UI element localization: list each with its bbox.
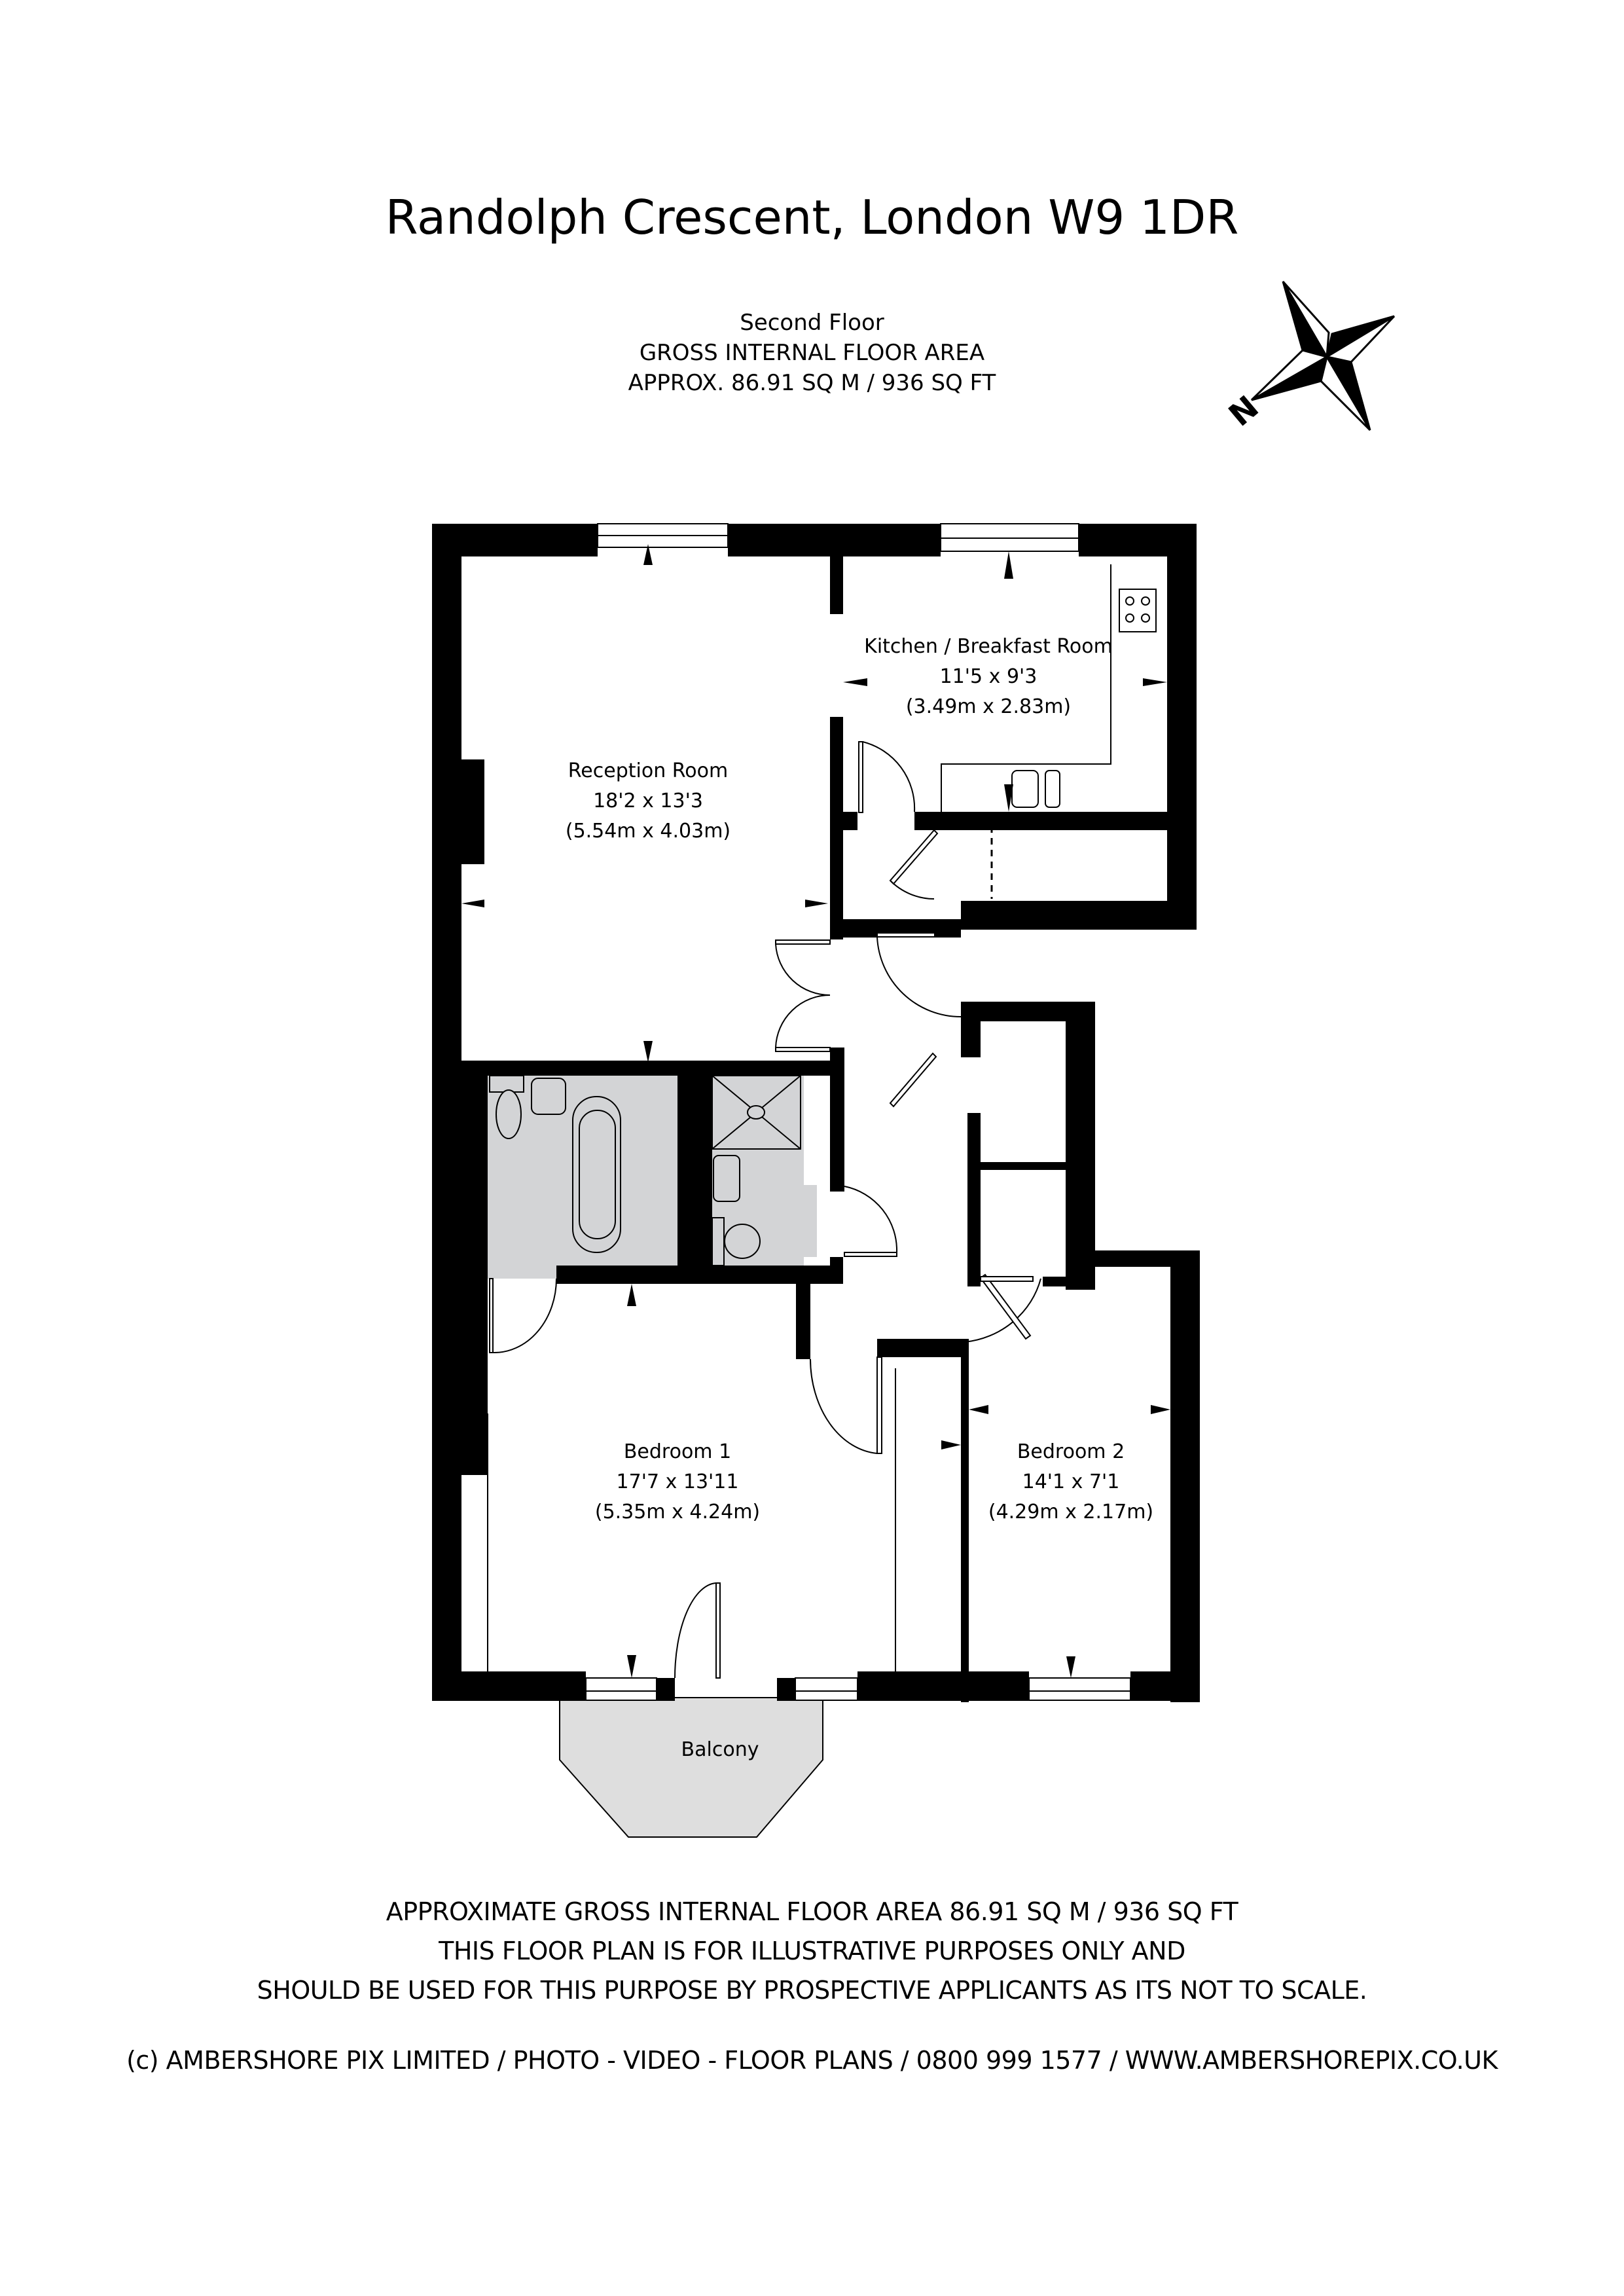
- disclaimer: APPROXIMATE GROSS INTERNAL FLOOR AREA 86…: [0, 1892, 1624, 2010]
- room-label-kitchen: Kitchen / Breakfast Room 11'5 x 9'3 (3.4…: [864, 632, 1113, 722]
- area-heading: GROSS INTERNAL FLOOR AREA: [639, 340, 985, 366]
- room-label-bedroom2: Bedroom 2 14'1 x 7'1 (4.29m x 2.17m): [988, 1437, 1153, 1527]
- windows: [585, 523, 1131, 1701]
- dimension-arrows: [461, 544, 1170, 1678]
- floor-area-summary: Second Floor GROSS INTERNAL FLOOR AREA A…: [0, 308, 1624, 398]
- room-dimensions-metric: (4.29m x 2.17m): [988, 1501, 1154, 1523]
- room-name: Kitchen / Breakfast Room: [864, 635, 1113, 658]
- disclaimer-line-1: APPROXIMATE GROSS INTERNAL FLOOR AREA 86…: [386, 1897, 1238, 1926]
- room-dimensions-metric: (5.35m x 4.24m): [594, 1501, 761, 1523]
- room-dimensions-imperial: 18'2 x 13'3: [593, 790, 703, 812]
- room-name: Balcony: [681, 1738, 759, 1761]
- copyright-credit: (c) AMBERSHORE PIX LIMITED / PHOTO - VID…: [126, 2046, 1498, 2075]
- floor-name: Second Floor: [740, 310, 884, 336]
- room-name: Reception Room: [568, 759, 729, 782]
- room-label-balcony: Balcony: [681, 1735, 759, 1765]
- fixtures: [461, 564, 1157, 1671]
- room-name: Bedroom 1: [623, 1440, 732, 1463]
- room-dimensions-imperial: 17'7 x 13'11: [616, 1470, 739, 1493]
- balcony-area: [559, 1697, 823, 1838]
- room-dimensions-imperial: 14'1 x 7'1: [1022, 1470, 1120, 1493]
- doors: [489, 741, 1041, 1679]
- room-dimensions-metric: (3.49m x 2.83m): [905, 695, 1072, 718]
- disclaimer-line-2: THIS FLOOR PLAN IS FOR ILLUSTRATIVE PURP…: [439, 1937, 1185, 1965]
- room-label-bedroom1: Bedroom 1 17'7 x 13'11 (5.35m x 4.24m): [595, 1437, 760, 1527]
- room-dimensions-imperial: 11'5 x 9'3: [939, 665, 1038, 688]
- area-value: APPROX. 86.91 SQ M / 936 SQ FT: [628, 370, 996, 396]
- disclaimer-line-3: SHOULD BE USED FOR THIS PURPOSE BY PROSP…: [257, 1976, 1367, 2005]
- room-name: Bedroom 2: [1017, 1440, 1125, 1463]
- room-label-reception: Reception Room 18'2 x 13'3 (5.54m x 4.03…: [566, 756, 731, 847]
- room-dimensions-metric: (5.54m x 4.03m): [565, 820, 731, 843]
- walls: [432, 524, 1200, 1702]
- page-title: Randolph Crescent, London W9 1DR: [385, 190, 1239, 245]
- north-compass-rose-icon: [1250, 280, 1396, 431]
